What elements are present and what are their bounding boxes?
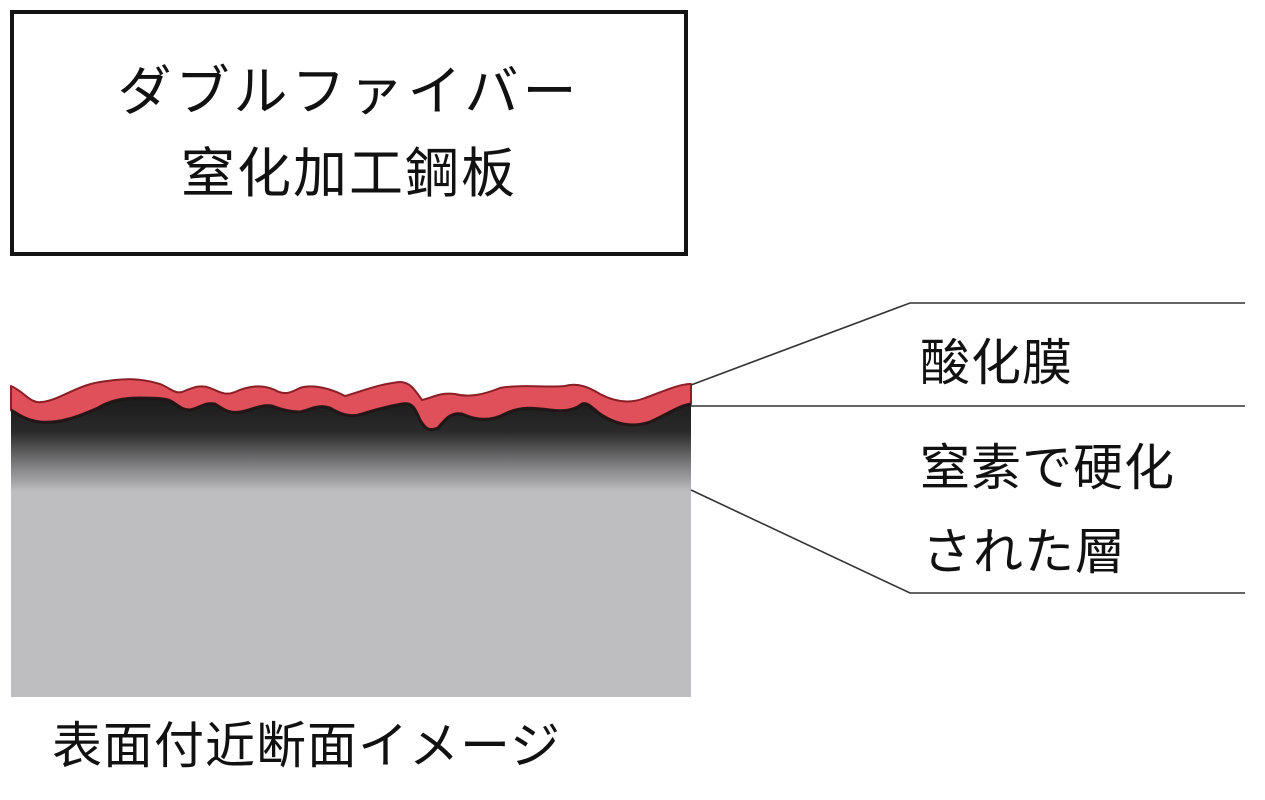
nitrided-layer-label-line2: された層 xyxy=(922,523,1126,581)
oxide-underside-shadow xyxy=(10,396,692,432)
product-title-box: ダブルファイバー 窒化加工鋼板 xyxy=(10,10,688,256)
product-material: 窒化加工鋼板 xyxy=(181,142,517,205)
nitrided-layer-leader-line xyxy=(690,489,1245,594)
product-name: ダブルファイバー xyxy=(117,60,581,123)
oxide-film-label: 酸化膜 xyxy=(920,334,1073,392)
surface-mask xyxy=(0,370,700,403)
nitrided-layer-label-line1: 窒素で硬化 xyxy=(920,439,1175,497)
nitrided-hardened-layer xyxy=(11,392,691,492)
diagram-caption: 表面付近断面イメージ xyxy=(52,717,561,775)
oxide-film-leader-line xyxy=(690,302,1245,386)
